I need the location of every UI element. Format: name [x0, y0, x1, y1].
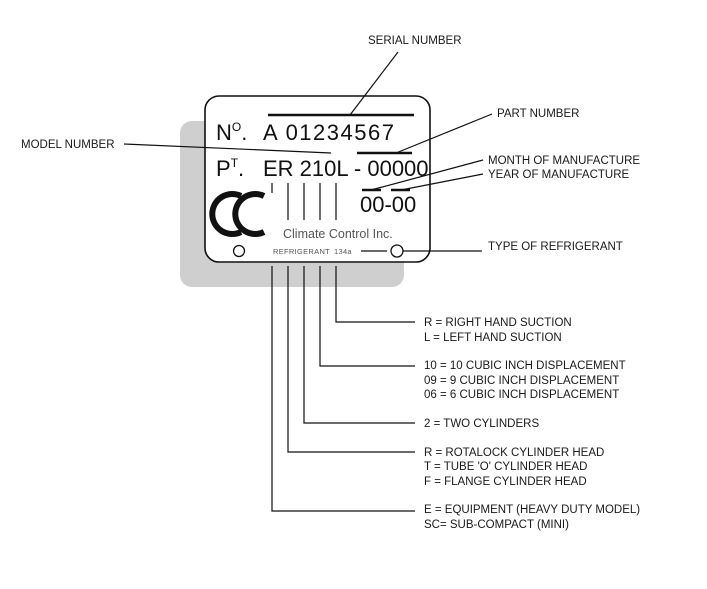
leader-year	[400, 173, 484, 191]
callout-year: YEAR OF MANUFACTURE	[488, 169, 630, 181]
nameplate	[204, 95, 431, 263]
company-name: Climate Control Inc.	[283, 227, 393, 241]
leader-part	[395, 113, 493, 154]
leader-month	[370, 159, 484, 191]
callout-month: MONTH OF MANUFACTURE	[488, 155, 640, 167]
legend-cylinders: 2 = TWO CYLINDERS	[424, 418, 539, 430]
leader-serial	[349, 51, 399, 116]
legend-model-e: E = EQUIPMENT (HEAVY DUTY MODEL)	[424, 504, 640, 516]
legend-head-t: T = TUBE 'O' CYLINDER HEAD	[424, 461, 587, 473]
legend-head-f: F = FLANGE CYLINDER HEAD	[424, 476, 587, 488]
mount-hole-left	[232, 244, 246, 258]
no-prefix: NO.	[216, 120, 247, 145]
legend-disp-06: 06 = 6 CUBIC INCH DISPLACEMENT	[424, 389, 619, 401]
legend-disp-09: 09 = 9 CUBIC INCH DISPLACEMENT	[424, 375, 619, 387]
refrigerant-value: 134a	[334, 247, 352, 256]
callout-serial-number: SERIAL NUMBER	[368, 35, 462, 47]
part-value: ER 210L - 00000	[263, 156, 429, 181]
legend-suction-l: L = LEFT HAND SUCTION	[424, 332, 562, 344]
legend-disp-10: 10 = 10 CUBIC INCH DISPLACEMENT	[424, 360, 626, 372]
callout-part-number: PART NUMBER	[497, 108, 579, 120]
mount-hole-right	[390, 244, 404, 258]
legend-suction-r: R = RIGHT HAND SUCTION	[424, 317, 572, 329]
cc-logo-icon	[209, 191, 266, 237]
leader-model	[123, 143, 332, 154]
refrigerant-label: REFRIGERANT	[273, 247, 330, 256]
callout-refrigerant: TYPE OF REFRIGERANT	[488, 241, 623, 253]
legend-model-sc: SC= SUB-COMPACT (MINI)	[424, 519, 569, 531]
model-char-ticks	[271, 183, 337, 220]
date-value: 00-00	[360, 192, 416, 217]
callout-model-number: MODEL NUMBER	[21, 139, 115, 151]
serial-value: A 01234567	[263, 120, 395, 145]
pt-prefix: PT.	[216, 156, 244, 181]
legend-leaders	[271, 266, 415, 512]
legend-head-r: R = ROTALOCK CYLINDER HEAD	[424, 447, 604, 459]
